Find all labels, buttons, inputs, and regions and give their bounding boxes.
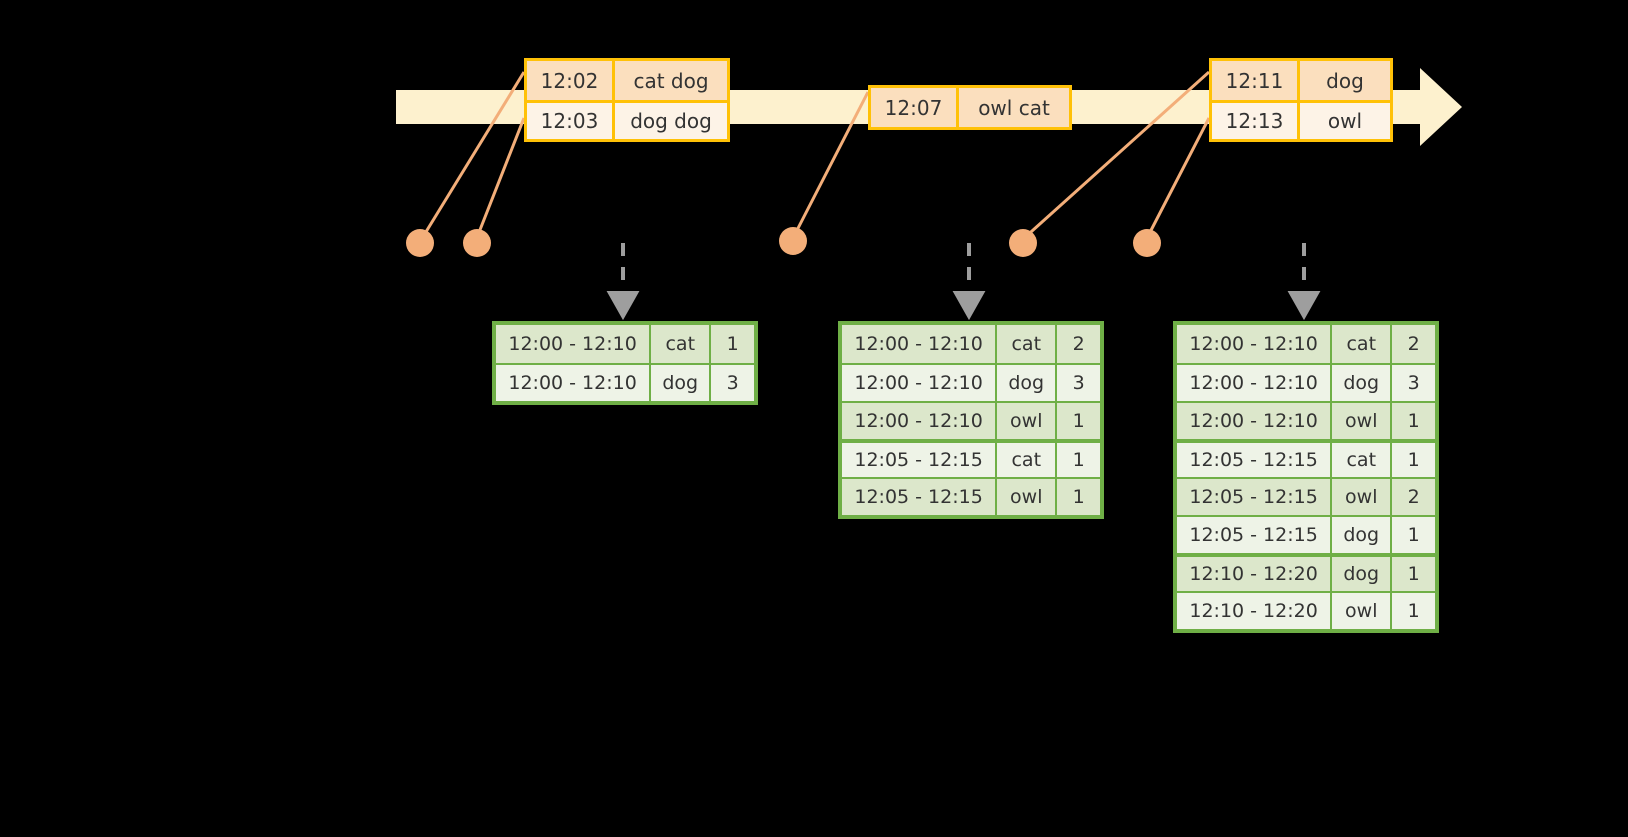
cell-key: dog (1332, 515, 1393, 553)
event-row[interactable]: 12:07 owl cat (871, 88, 1069, 127)
event-markers (406, 227, 1161, 257)
connector-line-2 (474, 117, 526, 241)
event-time: 12:03 (527, 103, 615, 139)
emit-arrow-2 (952, 243, 986, 321)
event-group-1[interactable]: 12:02 cat dog 12:03 dog dog (524, 58, 730, 142)
cell-key: dog (651, 363, 712, 401)
cell-window: 12:05 - 12:15 (1177, 515, 1333, 553)
connector-line-1 (419, 71, 526, 241)
emit-arrows (606, 243, 1321, 321)
marker-dot-1 (406, 229, 434, 257)
event-row[interactable]: 12:13 owl (1212, 100, 1390, 139)
cell-window: 12:05 - 12:15 (1177, 443, 1333, 477)
marker-dot-5 (1133, 229, 1161, 257)
event-row[interactable]: 12:02 cat dog (527, 61, 727, 100)
event-group-2[interactable]: 12:07 owl cat (868, 85, 1072, 130)
cell-count: 1 (1057, 401, 1100, 439)
event-value: dog (1300, 61, 1390, 100)
event-value: owl cat (959, 88, 1069, 127)
connector-line-3 (791, 91, 870, 239)
connector-line-5 (1144, 117, 1211, 241)
emit-arrow-1 (606, 243, 640, 321)
cell-count: 1 (711, 325, 754, 363)
cell-key: owl (1332, 401, 1393, 439)
cell-window: 12:10 - 12:20 (1177, 591, 1333, 629)
marker-dot-3 (779, 227, 807, 255)
marker-dot-4 (1009, 229, 1037, 257)
cell-key: cat (1332, 325, 1393, 363)
cell-window: 12:00 - 12:10 (842, 363, 998, 401)
cell-window: 12:05 - 12:15 (842, 477, 998, 515)
event-value: dog dog (615, 103, 727, 139)
cell-key: owl (997, 401, 1058, 439)
cell-count: 2 (1392, 325, 1435, 363)
cell-window: 12:00 - 12:10 (842, 401, 998, 439)
event-value: owl (1300, 103, 1390, 139)
cell-count: 1 (1057, 477, 1100, 515)
cell-count: 1 (1392, 443, 1435, 477)
cell-count: 1 (1392, 401, 1435, 439)
cell-key: owl (1332, 477, 1393, 515)
event-time: 12:13 (1212, 103, 1300, 139)
cell-window: 12:00 - 12:10 (496, 325, 652, 363)
cell-window: 12:00 - 12:10 (1177, 325, 1333, 363)
cell-key: cat (997, 325, 1058, 363)
cell-key: dog (997, 363, 1058, 401)
cell-window: 12:05 - 12:15 (842, 443, 998, 477)
cell-count: 3 (711, 363, 754, 401)
cell-count: 2 (1057, 325, 1100, 363)
cell-count: 1 (1057, 443, 1100, 477)
cell-window: 12:00 - 12:10 (496, 363, 652, 401)
cell-key: dog (1332, 557, 1393, 591)
cell-window: 12:10 - 12:20 (1177, 557, 1333, 591)
marker-dot-2 (463, 229, 491, 257)
cell-count: 1 (1392, 557, 1435, 591)
cell-count: 3 (1057, 363, 1100, 401)
cell-key: owl (1332, 591, 1393, 629)
cell-key: cat (997, 443, 1058, 477)
cell-window: 12:00 - 12:10 (1177, 401, 1333, 439)
cell-key: cat (651, 325, 712, 363)
event-time: 12:02 (527, 61, 615, 100)
cell-count: 3 (1392, 363, 1435, 401)
event-value: cat dog (615, 61, 727, 100)
event-time: 12:11 (1212, 61, 1300, 100)
event-time: 12:07 (871, 88, 959, 127)
event-group-3[interactable]: 12:11 dog 12:13 owl (1209, 58, 1393, 142)
cell-key: owl (997, 477, 1058, 515)
cell-key: cat (1332, 443, 1393, 477)
cell-window: 12:05 - 12:15 (1177, 477, 1333, 515)
cell-count: 1 (1392, 515, 1435, 553)
cell-count: 2 (1392, 477, 1435, 515)
cell-count: 1 (1392, 591, 1435, 629)
emit-arrow-3 (1287, 243, 1321, 321)
cell-key: dog (1332, 363, 1393, 401)
event-row[interactable]: 12:11 dog (1212, 61, 1390, 100)
cell-window: 12:00 - 12:10 (1177, 363, 1333, 401)
cell-window: 12:00 - 12:10 (842, 325, 998, 363)
event-row[interactable]: 12:03 dog dog (527, 100, 727, 139)
